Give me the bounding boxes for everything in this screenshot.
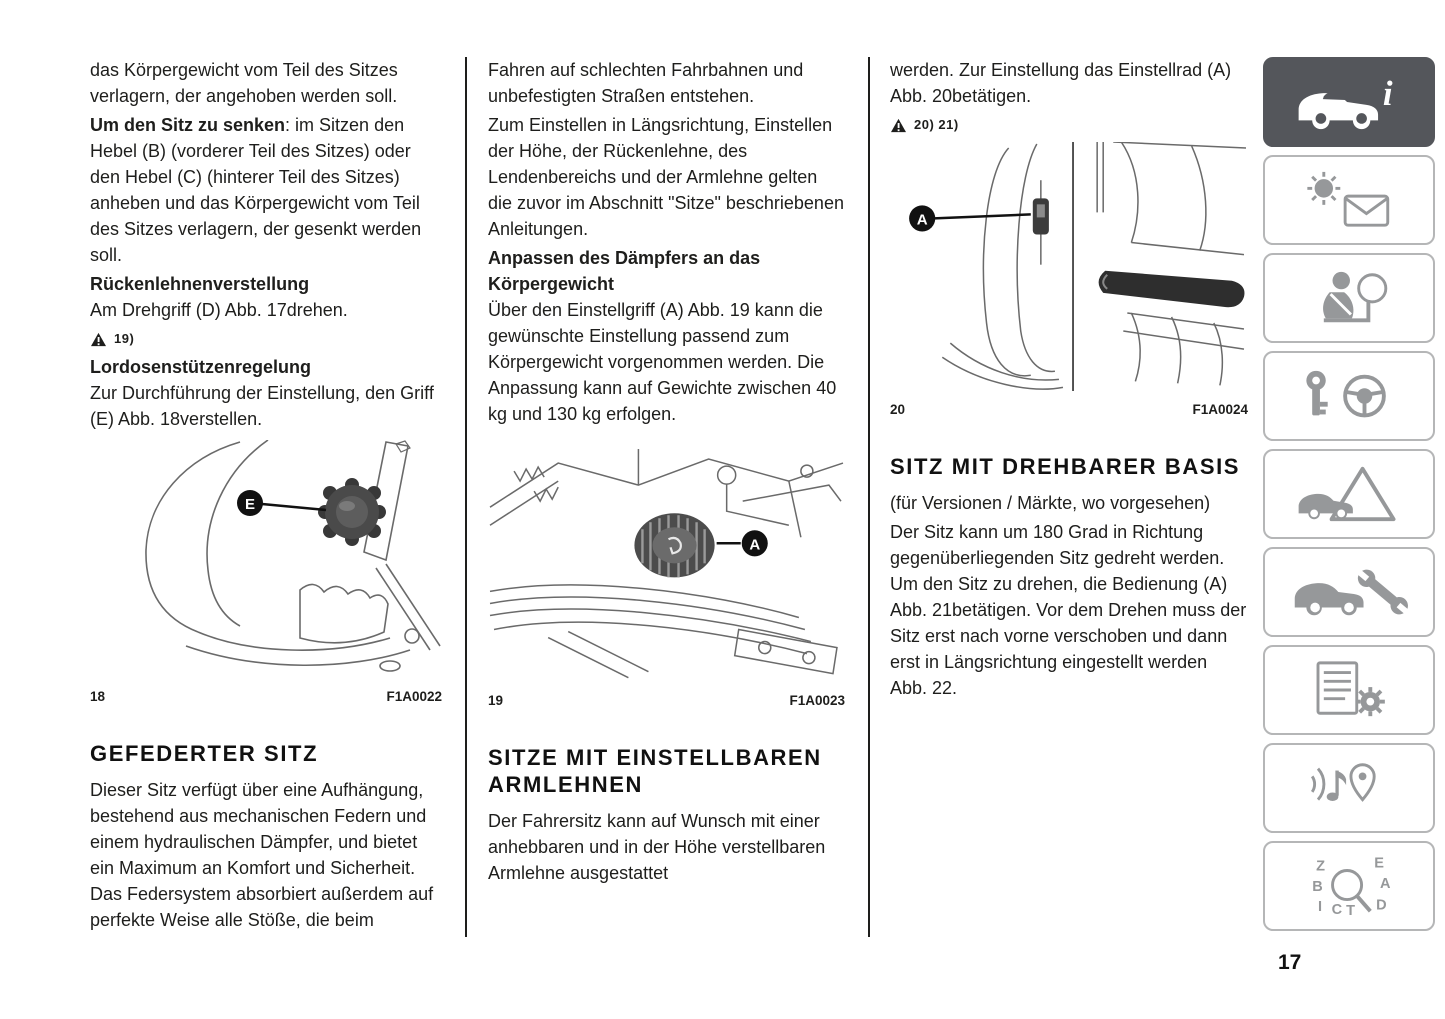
callout-letter: A: [917, 211, 928, 228]
multimedia-icon: [1310, 763, 1376, 802]
warning-icon: [891, 118, 906, 132]
figure-caption: 18 F1A0022: [90, 684, 442, 710]
paragraph: werden. Zur Einstellung das Einstellrad …: [890, 60, 1232, 106]
callout-circle: [909, 205, 936, 232]
warning-reference: 19): [90, 326, 442, 352]
paragraph: Der Fahrersitz kann auf Wunsch mit einer…: [488, 810, 826, 883]
column-divider: [868, 57, 870, 937]
svg-text:I: I: [1318, 899, 1322, 915]
figure-20: A 20 F1A0024: [890, 142, 1248, 423]
svg-text:A: A: [1380, 876, 1391, 892]
lumbar-knob: [318, 478, 386, 546]
paragraph: Über den Einstellgriff (A) Abb. 19 kann …: [488, 300, 837, 424]
svg-text:B: B: [1312, 879, 1322, 895]
figure-number: 20: [890, 402, 906, 418]
sidebar-tab-emergency[interactable]: [1263, 449, 1435, 539]
heading-sprung-seat: GEFEDERTER SITZ: [90, 741, 319, 766]
bold-lead: Um den Sitz zu senken: [90, 115, 286, 135]
warning-note-numbers: 20) 21): [914, 117, 959, 132]
suspension-knob-drawing: A: [489, 449, 844, 679]
svg-text:T: T: [1346, 903, 1355, 917]
heading-adjustable-armrests: SITZE MIT EINSTELLBAREN ARMLEHNEN: [488, 744, 822, 797]
figure-number: 18: [90, 689, 106, 704]
page-number: 17: [1278, 951, 1302, 974]
svg-text:C: C: [1332, 902, 1343, 917]
sidebar-tab-multimedia[interactable]: [1263, 743, 1435, 833]
maintenance-icon: [1294, 569, 1408, 616]
figure-19: A 19 F1A0023: [488, 441, 845, 714]
sidebar-tab-dashboard-messages[interactable]: [1263, 155, 1435, 245]
paragraph: Zum Einstellen in Längsrichtung, Einstel…: [488, 115, 844, 239]
paragraph: Am Drehgriff (D) Abb. 17drehen.: [90, 300, 348, 320]
callout-circle: [237, 490, 263, 516]
callout-letter: A: [749, 536, 760, 553]
figure-number: 19: [488, 692, 504, 708]
paragraph: das Körpergewicht vom Teil des Sitzes ve…: [90, 60, 398, 106]
figure-code: F1A0023: [789, 692, 845, 708]
figure-code: F1A0022: [386, 689, 442, 704]
paragraph: Dieser Sitz verfügt über eine Aufhängung…: [90, 780, 434, 930]
paragraph: Um den Sitz zu senken: im Sitzen den Heb…: [90, 112, 442, 268]
column-divider: [465, 57, 467, 937]
chapter-tab-sidebar: i: [1263, 57, 1435, 939]
sidebar-tab-starting-driving[interactable]: [1263, 351, 1435, 441]
warning-reference: 20) 21): [890, 112, 1248, 138]
heading-recline-adjust: Rückenlehnenverstellung: [90, 274, 310, 294]
sidebar-tab-safety[interactable]: [1263, 253, 1435, 343]
paragraph: Der Sitz kann um 180 Grad in Richtung ge…: [890, 522, 1247, 699]
seat-lumbar-knob-drawing: E: [145, 440, 441, 672]
figure-18: E 18 F1A0022: [90, 440, 442, 710]
callout-letter: E: [245, 496, 255, 513]
column-3: werden. Zur Einstellung das Einstellrad …: [890, 57, 1248, 704]
svg-text:D: D: [1376, 897, 1386, 913]
paragraph: Fahren auf schlechten Fahrbahnen und unb…: [488, 60, 804, 106]
column-2: Fahren auf schlechten Fahrbahnen und unb…: [488, 57, 845, 889]
vehicle-info-icon: i: [1298, 74, 1393, 130]
svg-text:Z: Z: [1316, 859, 1325, 875]
sidebar-tab-technical-data[interactable]: [1263, 645, 1435, 735]
dashboard-messages-icon: [1307, 171, 1390, 227]
technical-data-icon: [1316, 661, 1385, 717]
armrest: [1098, 270, 1245, 308]
warning-icon: [91, 332, 106, 346]
heading-swivel-seat: SITZ MIT DREHBARER BASIS: [890, 454, 1241, 480]
svg-text:i: i: [1383, 74, 1393, 113]
column-1: das Körpergewicht vom Teil des Sitzes ve…: [90, 57, 442, 936]
seat-armrest-drawing: A: [909, 142, 1247, 392]
backrest-adjuster-handle: [1032, 198, 1049, 235]
safety-icon: [1323, 271, 1388, 323]
starting-driving-icon: [1306, 370, 1386, 418]
paragraph: Zur Durchführung der Einstellung, den Gr…: [90, 383, 434, 429]
callout-circle: [741, 530, 768, 557]
sidebar-tab-vehicle-info[interactable]: i: [1263, 57, 1435, 147]
heading-lumbar-adjust: Lordosenstützenregelung: [90, 357, 312, 377]
weight-adjuster-knob: [634, 513, 715, 578]
figure-code: F1A0024: [1192, 402, 1248, 418]
heading-damper-adjust: Anpassen des Dämpfers an das Körpergewic…: [488, 248, 761, 294]
sidebar-tab-maintenance[interactable]: [1263, 547, 1435, 637]
figure-caption: 20 F1A0024: [890, 397, 1248, 423]
paragraph: (für Versionen / Märkte, wo vorgesehen): [890, 493, 1211, 514]
figure-caption: 19 F1A0023: [488, 688, 845, 714]
svg-text:E: E: [1374, 856, 1384, 872]
emergency-icon: [1298, 466, 1396, 522]
paragraph-text: : im Sitzen den Hebel (B) (vorderer Teil…: [90, 115, 422, 265]
warning-note-numbers: 19): [114, 331, 135, 346]
